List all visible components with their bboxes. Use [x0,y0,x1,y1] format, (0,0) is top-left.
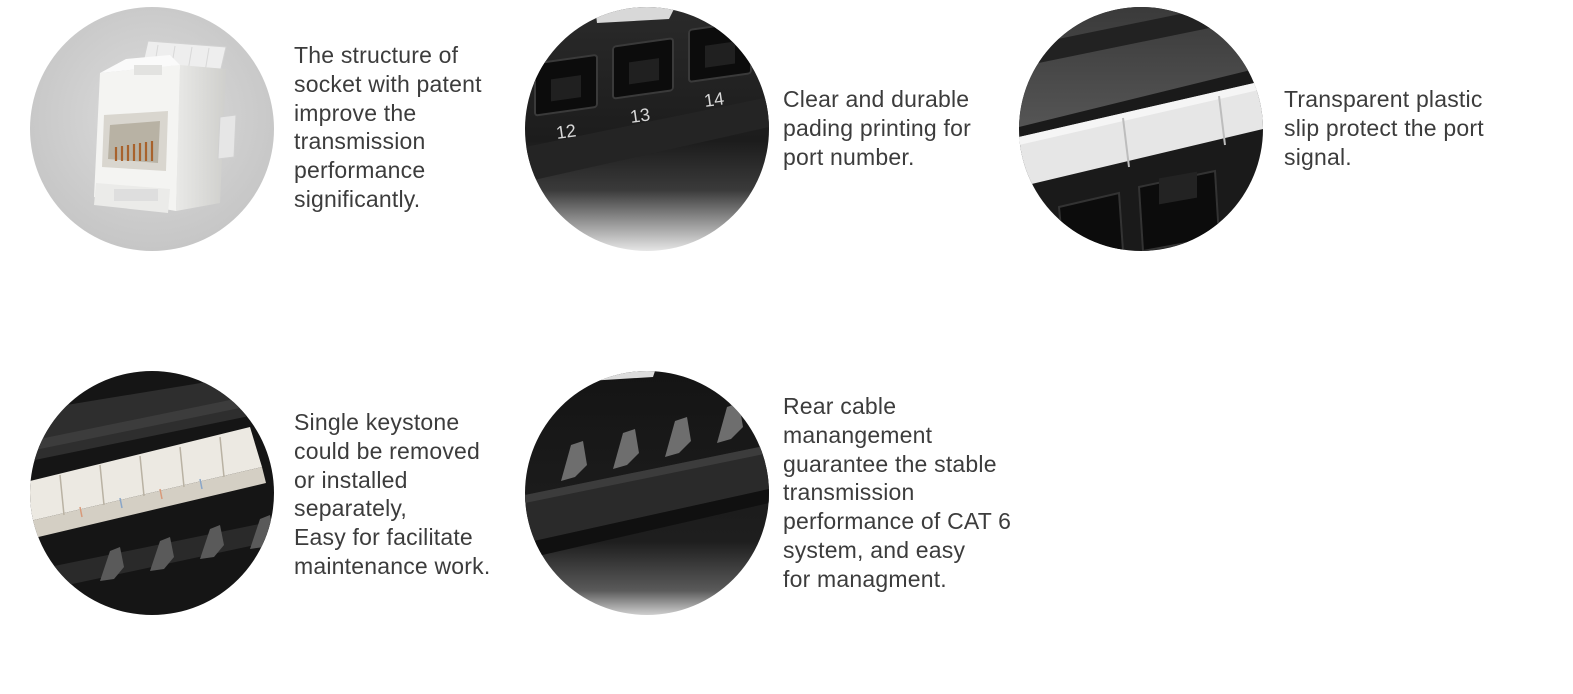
description-line: The structure of [294,42,459,68]
port-number-printing-photo: 12 13 14 [525,7,769,251]
description-line: pading printing for [783,114,971,141]
rear-cable-management-photo [525,371,769,615]
description-line: Single keystone [294,409,460,435]
port-label: 12 [555,120,578,143]
description-line: Clear and durable [783,86,970,112]
description-line: improve the [294,99,417,126]
feature-description: Rear cable manangement guarantee the sta… [783,392,1011,594]
description-line: manangement [783,421,933,448]
description-line: or installed [294,466,408,493]
description-line: maintenance work. [294,552,491,579]
port-label: 14 [703,88,726,111]
description-line: performance of CAT 6 [783,508,1012,535]
feature-description: Transparent plastic slip protect the por… [1284,85,1484,171]
feature-description: The structure of socket with patent impr… [294,41,482,214]
description-line: port number. [783,143,915,170]
description-line: Easy for facilitate [294,524,473,551]
description-line: slip protect the port [1284,114,1484,141]
description-line: guarantee the stable [783,450,997,477]
description-line: performance [294,157,426,184]
description-line: could be removed [294,437,481,464]
keystone-row-photo [30,371,274,615]
description-line: separately, [294,495,407,522]
description-line: transmission [294,128,426,155]
description-line: for managment. [783,565,947,592]
description-line: signal. [1284,143,1352,170]
description-line: system, and easy [783,536,966,563]
port-label: 13 [629,104,652,127]
feature-description: Clear and durable pading printing for po… [783,85,971,171]
description-line: significantly. [294,185,421,212]
transparent-slip-photo [1019,7,1263,251]
feature-description: Single keystone could be removed or inst… [294,408,490,581]
description-line: Rear cable [783,393,897,419]
keystone-jack-photo [30,7,274,251]
description-line: Transparent plastic [1284,86,1483,112]
description-line: socket with patent [294,70,482,97]
description-line: transmission [783,479,915,506]
